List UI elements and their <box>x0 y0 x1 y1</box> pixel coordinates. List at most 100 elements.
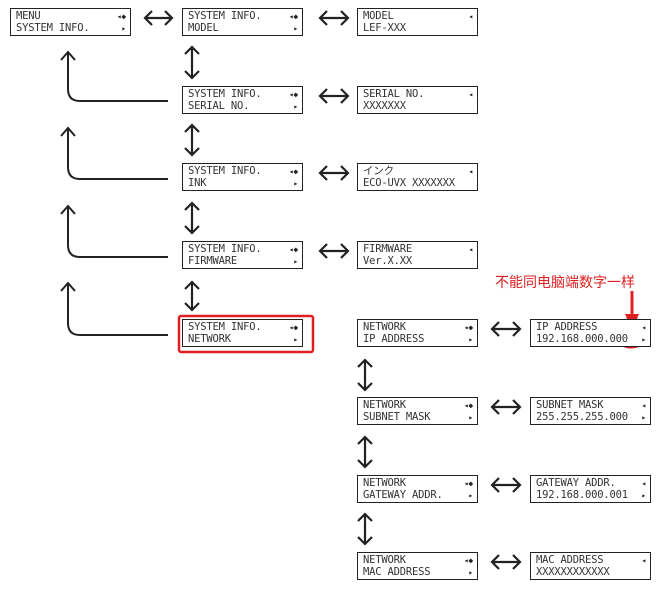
left-right-arrow-icon <box>318 243 350 259</box>
left-right-arrow-icon <box>490 399 522 415</box>
left-right-arrow-icon <box>490 321 522 337</box>
lcd-screen-network-ip: NETWORK◂◆IP ADDRESS▸ <box>357 319 478 347</box>
nav-left-updown-icon: ◂◆ <box>288 323 298 332</box>
lcd-line-2: IP ADDRESS <box>363 332 425 345</box>
lcd-line-1: SYSTEM INFO. <box>188 321 262 333</box>
lcd-line-2: SUBNET MASK <box>363 410 431 423</box>
lcd-line-1: SYSTEM INFO. <box>188 243 262 255</box>
lcd-screen-ink-value: インク ◂ ECO-UVX XXXXXXX <box>357 163 478 191</box>
nav-left-updown-icon: ◂ <box>468 12 473 21</box>
lcd-line-2: ECO-UVX XXXXXXX <box>363 176 455 189</box>
annotation-text: 不能同电脑端数字一样 <box>495 275 635 291</box>
lcd-line-1: GATEWAY ADDR. <box>536 477 616 489</box>
lcd-screen-model-value: MODEL ◂ LEF-XXX <box>357 8 478 36</box>
lcd-line-2: XXXXXXXXXXXX <box>536 565 610 578</box>
lcd-line-1: SERIAL NO. <box>363 88 425 100</box>
lcd-line-1: SUBNET MASK <box>536 399 604 411</box>
lcd-line-2: MAC ADDRESS <box>363 565 431 578</box>
return-arrow-icon <box>60 126 168 180</box>
nav-right-icon: ▸ <box>641 412 646 422</box>
nav-left-updown-icon: ◂ <box>468 167 473 176</box>
lcd-line-2: INK <box>188 176 207 189</box>
lcd-screen-mac-value: MAC ADDRESS ◂ XXXXXXXXXXXX <box>530 552 651 580</box>
left-right-arrow-icon <box>318 165 350 181</box>
lcd-line-1: NETWORK <box>363 554 406 566</box>
nav-right-icon: ▸ <box>468 567 473 577</box>
lcd-line-1: SYSTEM INFO. <box>188 88 262 100</box>
left-right-arrow-icon <box>318 88 350 104</box>
nav-right-icon: ▸ <box>293 178 298 188</box>
lcd-line-2: LEF-XXX <box>363 21 406 34</box>
nav-left-updown-icon: ◂ <box>641 401 646 410</box>
nav-right-icon: ▸ <box>293 101 298 111</box>
lcd-line-2: GATEWAY ADDR. <box>363 488 443 501</box>
lcd-line-1: インク <box>363 165 394 177</box>
return-arrow-icon <box>60 50 168 102</box>
nav-left-updown-icon: ◂◆ <box>463 401 473 410</box>
nav-right-icon: ▸ <box>293 334 298 344</box>
highlight-box <box>177 314 315 354</box>
nav-left-updown-icon: ◂ <box>641 479 646 488</box>
lcd-line-2: FIRMWARE <box>188 254 237 267</box>
lcd-line-1: NETWORK <box>363 477 406 489</box>
lcd-line-2: 192.168.000.000 <box>536 332 628 345</box>
up-down-arrow-icon <box>357 435 373 469</box>
return-arrow-icon <box>60 281 168 336</box>
nav-left-updown-icon: ◂◆ <box>463 323 473 332</box>
nav-left-updown-icon: ◂◆ <box>463 479 473 488</box>
lcd-screen-sysinfo-serial: SYSTEM INFO. ◂◆ SERIAL NO. ▸ <box>182 86 303 114</box>
nav-left-updown-icon: ◂ <box>468 245 473 254</box>
lcd-screen-network-subnet: NETWORK ◂◆ SUBNET MASK ▸ <box>357 397 478 425</box>
nav-right-icon: ▸ <box>468 490 473 500</box>
lcd-line-2: SYSTEM INFO. <box>16 21 90 34</box>
lcd-screen-menu: MENU ◂◆ SYSTEM INFO. ▸ <box>10 8 131 36</box>
lcd-line-1: IP ADDRESS <box>536 321 598 333</box>
left-right-arrow-icon <box>490 554 522 570</box>
up-down-arrow-icon <box>357 358 373 392</box>
lcd-screen-ip-value: IP ADDRESS ◂ 192.168.000.000 ▸ <box>530 319 651 347</box>
nav-left-updown-icon: ◂◆ <box>288 167 298 176</box>
lcd-line-1: MODEL <box>363 10 394 22</box>
nav-left-updown-icon: ◂ <box>468 90 473 99</box>
up-down-arrow-icon <box>357 512 373 546</box>
nav-right-icon: ▸ <box>293 256 298 266</box>
lcd-line-2: 255.255.255.000 <box>536 410 628 423</box>
left-right-arrow-icon <box>490 477 522 493</box>
nav-right-icon: ▸ <box>468 412 473 422</box>
nav-left-updown-icon: ◂◆ <box>463 556 473 565</box>
lcd-screen-sysinfo-model: SYSTEM INFO.◂◆MODEL▸ <box>182 8 303 36</box>
lcd-line-2: SERIAL NO. <box>188 99 250 112</box>
lcd-line-1: NETWORK <box>363 399 406 411</box>
nav-right-icon: ▸ <box>468 334 473 344</box>
nav-left-updown-icon: ◂◆ <box>116 12 126 21</box>
lcd-screen-network-gateway: NETWORK ◂◆ GATEWAY ADDR. ▸ <box>357 475 478 503</box>
lcd-line-1: MENU <box>16 10 41 22</box>
return-arrow-icon <box>60 204 168 258</box>
lcd-screen-network-mac: NETWORK ◂◆ MAC ADDRESS ▸ <box>357 552 478 580</box>
up-down-arrow-icon <box>184 280 200 312</box>
lcd-line-2: XXXXXXX <box>363 99 406 112</box>
nav-right-icon: ▸ <box>121 23 126 33</box>
lcd-screen-serial-value: SERIAL NO. ◂ XXXXXXX <box>357 86 478 114</box>
nav-left-updown-icon: ◂ <box>641 556 646 565</box>
nav-left-updown-icon: ◂ <box>641 323 646 332</box>
nav-right-icon: ▸ <box>641 334 646 344</box>
nav-left-updown-icon: ◂◆ <box>288 90 298 99</box>
lcd-screen-sysinfo-ink: SYSTEM INFO. ◂◆ INK ▸ <box>182 163 303 191</box>
up-down-arrow-icon <box>184 45 200 80</box>
left-right-arrow-icon <box>318 10 350 26</box>
lcd-line-1: MAC ADDRESS <box>536 554 604 566</box>
lcd-line-1: FIRMWARE <box>363 243 412 255</box>
lcd-line-2: NETWORK <box>188 332 231 345</box>
left-right-arrow-icon <box>143 10 174 26</box>
up-down-arrow-icon <box>184 123 200 157</box>
lcd-screen-gateway-value: GATEWAY ADDR.◂192.168.000.001▸ <box>530 475 651 503</box>
lcd-screen-sysinfo-firmware: SYSTEM INFO.◂◆FIRMWARE▸ <box>182 241 303 269</box>
lcd-line-2: MODEL <box>188 21 219 34</box>
lcd-line-2: Ver.X.XX <box>363 254 412 267</box>
lcd-screen-sysinfo-network: SYSTEM INFO. ◂◆ NETWORK ▸ <box>182 319 303 347</box>
lcd-screen-subnet-value: SUBNET MASK ◂ 255.255.255.000 ▸ <box>530 397 651 425</box>
lcd-line-1: SYSTEM INFO. <box>188 165 262 177</box>
